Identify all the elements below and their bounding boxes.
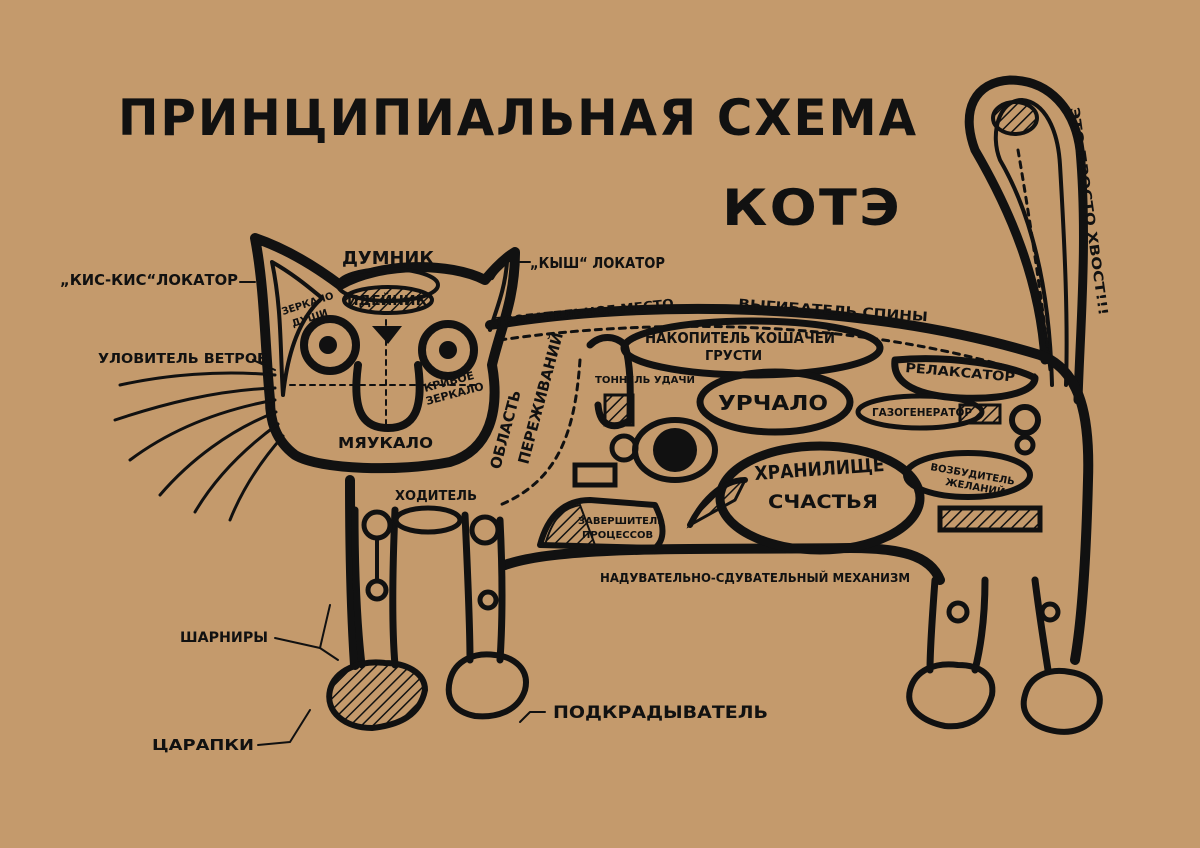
nose-icon	[372, 326, 402, 344]
label-urchalo: УРЧАЛО	[718, 391, 828, 415]
label-nakopitel-2: ГРУСТИ	[705, 349, 762, 364]
tail	[964, 75, 1088, 405]
tail-tip-hatched	[991, 100, 1039, 136]
labels: „КИС-КИС“ЛОКАТОР ДУМНИК „КЫШ“ ЛОКАТОР ИД…	[60, 106, 1110, 754]
label-zavershitel-1: ЗАВЕРШИТЕЛЬ	[578, 516, 665, 527]
label-tonnel-udachi: ТОННЕЛЬ УДАЧИ	[595, 375, 695, 386]
right-eye	[418, 320, 478, 380]
label-khranilishche-1: ХРАНИЛИЩЕ	[754, 454, 885, 485]
label-dumnik: ДУМНИК	[342, 248, 434, 269]
valve-knob	[1009, 404, 1041, 436]
cat-head	[113, 233, 520, 522]
label-nakopitel-1: НАКОПИТЕЛЬ КОШАЧЕЙ	[645, 328, 835, 347]
whiskers	[113, 371, 285, 522]
pointer-lines	[239, 261, 546, 746]
label-ideinik: ИДЕЙНИК	[347, 293, 427, 309]
label-kysh-lokator: „КЫШ“ ЛОКАТОР	[530, 254, 665, 272]
left-pupil	[319, 336, 337, 354]
label-kis-kis-lokator: „КИС-КИС“ЛОКАТОР	[60, 271, 238, 289]
khoditel-organ	[393, 505, 463, 535]
legs	[326, 505, 1103, 735]
label-eto-prosto-khvost: ЭТО ПРОСТО ХВОСТ!!!	[1066, 106, 1110, 316]
label-khranilishche-2: СЧАСТЬЯ	[768, 491, 878, 513]
label-myaukalo: МЯУКАЛО	[338, 434, 433, 452]
hinge-1	[361, 509, 393, 541]
label-gazogenerator: ГАЗОГЕНЕРАТОР	[872, 406, 972, 419]
label-podkradyvatel: ПОДКРАДЫВАТЕЛЬ	[553, 703, 768, 723]
relaksator-organ	[891, 355, 1039, 402]
label-naduvatelno: НАДУВАТЕЛЬНО-СДУВАТЕЛЬНЫЙ МЕХАНИЗМ	[600, 570, 910, 585]
zavershitel-organ	[537, 497, 666, 551]
organs	[537, 317, 1043, 555]
diagram-title-line1: ПРИНЦИПИАЛЬНАЯ СХЕМА	[118, 89, 918, 147]
ideinik-zone	[342, 285, 434, 315]
diagram-title-line2: КОТЭ	[722, 179, 902, 237]
right-pupil	[439, 341, 457, 359]
label-ulovitel-vetrov: УЛОВИТЕЛЬ ВЕТРОВ	[98, 352, 268, 367]
label-khoditel: ХОДИТЕЛЬ	[395, 489, 477, 504]
urchalo-organ	[696, 368, 854, 436]
left-eye	[300, 315, 360, 375]
label-tsarapki: ЦАРАПКИ	[152, 736, 254, 754]
label-sharniry: ШАРНИРЫ	[180, 630, 268, 646]
label-trogatelnoe-mesto: ТРОГАТЕЛЬНОЕ МЕСТО	[494, 296, 674, 329]
hinge-2	[469, 514, 501, 546]
label-zavershitel-2: ПРОЦЕССОВ	[582, 530, 653, 541]
